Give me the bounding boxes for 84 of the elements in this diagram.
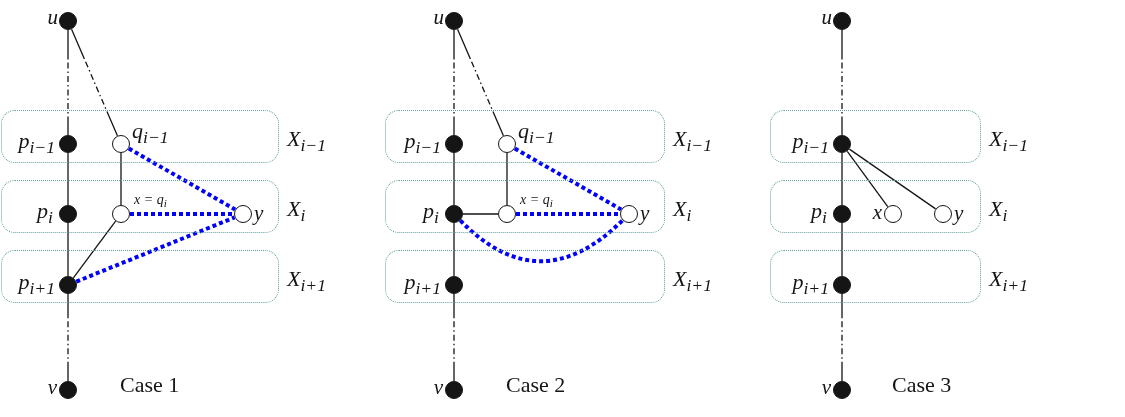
edge-line xyxy=(841,152,843,206)
dash-dot-edge xyxy=(453,293,455,382)
edge-line xyxy=(462,213,499,215)
vertex-label: u xyxy=(47,6,58,28)
filled-vertex xyxy=(445,12,463,30)
filled-vertex xyxy=(445,205,463,223)
open-vertex xyxy=(620,205,638,223)
open-vertex xyxy=(498,205,516,223)
vertex-label: p$_{i+1}$ xyxy=(18,271,55,293)
set-label: X$_{i}$ xyxy=(989,197,1008,220)
edge-line xyxy=(120,152,122,206)
open-vertex xyxy=(498,135,516,153)
filled-vertex xyxy=(833,381,851,399)
edge-line xyxy=(846,150,889,208)
filled-vertex xyxy=(445,276,463,294)
open-vertex xyxy=(112,135,130,153)
dash-dot-edge xyxy=(67,29,69,136)
filled-vertex xyxy=(833,276,851,294)
filled-vertex xyxy=(445,135,463,153)
edge-line xyxy=(841,222,843,277)
vertex-label: v xyxy=(47,376,57,398)
filled-vertex xyxy=(445,381,463,399)
set-label: X$_{i−1}$ xyxy=(673,127,712,150)
filled-vertex xyxy=(833,12,851,30)
set-label: X$_{i}$ xyxy=(673,197,692,220)
edge-line xyxy=(453,152,455,206)
edge-line xyxy=(453,222,455,277)
open-vertex xyxy=(112,205,130,223)
edge-line xyxy=(848,148,937,210)
edge-line xyxy=(67,222,69,277)
set-label: X$_{i}$ xyxy=(287,197,306,220)
dash-dot-edge xyxy=(453,29,455,136)
filled-vertex xyxy=(833,205,851,223)
vertex-label: p$_{i−1}$ xyxy=(404,130,441,152)
dotted-edge xyxy=(513,146,623,212)
dash-dot-edge xyxy=(456,28,505,137)
dash-dot-edge xyxy=(67,293,69,382)
vertex-label: u xyxy=(821,6,832,28)
set-label: X$_{i−1}$ xyxy=(287,127,326,150)
vertex-label: p$_{i+1}$ xyxy=(404,271,441,293)
vertex-label: p$_{i−1}$ xyxy=(18,130,55,152)
dash-dot-edge xyxy=(70,28,119,137)
vertex-label: p$_{i}$ xyxy=(811,200,827,222)
case-label: Case 2 xyxy=(506,374,566,396)
vertex-label: y xyxy=(954,202,964,224)
vertex-label: q$_{i−1}$ xyxy=(518,120,555,142)
filled-vertex xyxy=(59,135,77,153)
dotted-edge xyxy=(127,146,237,212)
set-label: X$_{i−1}$ xyxy=(989,127,1028,150)
dotted-edge xyxy=(130,212,234,216)
open-vertex xyxy=(234,205,252,223)
vertex-label: x = q$_{i}$ xyxy=(134,193,167,207)
open-vertex xyxy=(934,205,952,223)
case-label: Case 1 xyxy=(120,374,180,396)
edge-line xyxy=(506,152,508,206)
dotted-edge xyxy=(516,212,620,216)
filled-vertex xyxy=(59,276,77,294)
vertex-label: v xyxy=(821,376,831,398)
vertex-label: p$_{i}$ xyxy=(37,200,53,222)
set-label: X$_{i+1}$ xyxy=(989,267,1028,290)
set-label: X$_{i+1}$ xyxy=(673,267,712,290)
filled-vertex xyxy=(59,12,77,30)
edge-line xyxy=(67,152,69,206)
open-vertex xyxy=(884,205,902,223)
filled-vertex xyxy=(833,135,851,153)
case-label: Case 3 xyxy=(892,374,952,396)
set-label: X$_{i+1}$ xyxy=(287,267,326,290)
vertex-label: p$_{i+1}$ xyxy=(792,271,829,293)
filled-vertex xyxy=(59,205,77,223)
dash-dot-edge xyxy=(841,293,843,382)
vertex-label: x = q$_{i}$ xyxy=(520,193,553,207)
edge-line xyxy=(72,220,117,279)
vertex-label: p$_{i}$ xyxy=(423,200,439,222)
dotted-edge xyxy=(75,215,236,284)
vertex-label: y xyxy=(254,202,264,224)
vertex-label: u xyxy=(433,6,444,28)
filled-vertex xyxy=(59,381,77,399)
vertex-label: x xyxy=(872,201,882,223)
vertex-label: y xyxy=(640,202,650,224)
dash-dot-edge xyxy=(841,29,843,136)
vertex-label: p$_{i−1}$ xyxy=(792,130,829,152)
vertex-label: q$_{i−1}$ xyxy=(132,120,169,142)
dotted-edge xyxy=(458,218,624,264)
vertex-label: v xyxy=(433,376,443,398)
